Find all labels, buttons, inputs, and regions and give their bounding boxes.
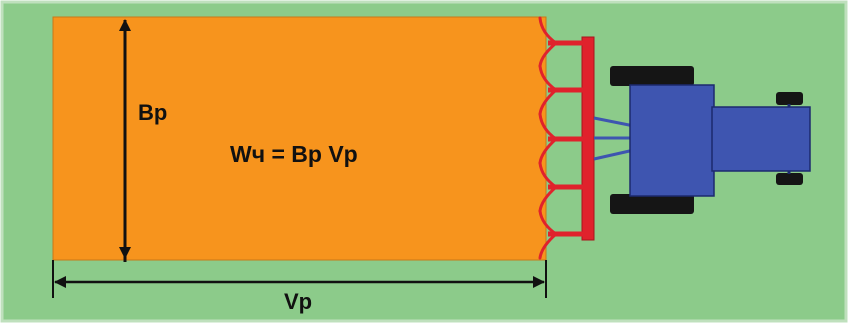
formula-label: Wч = Вр Vр bbox=[230, 141, 358, 167]
worked-area bbox=[52, 16, 547, 261]
width-label: Вр bbox=[138, 100, 167, 125]
tractor-icon bbox=[610, 66, 811, 214]
cultivator-implement-icon bbox=[538, 16, 635, 260]
speed-label: Vр bbox=[284, 289, 312, 314]
